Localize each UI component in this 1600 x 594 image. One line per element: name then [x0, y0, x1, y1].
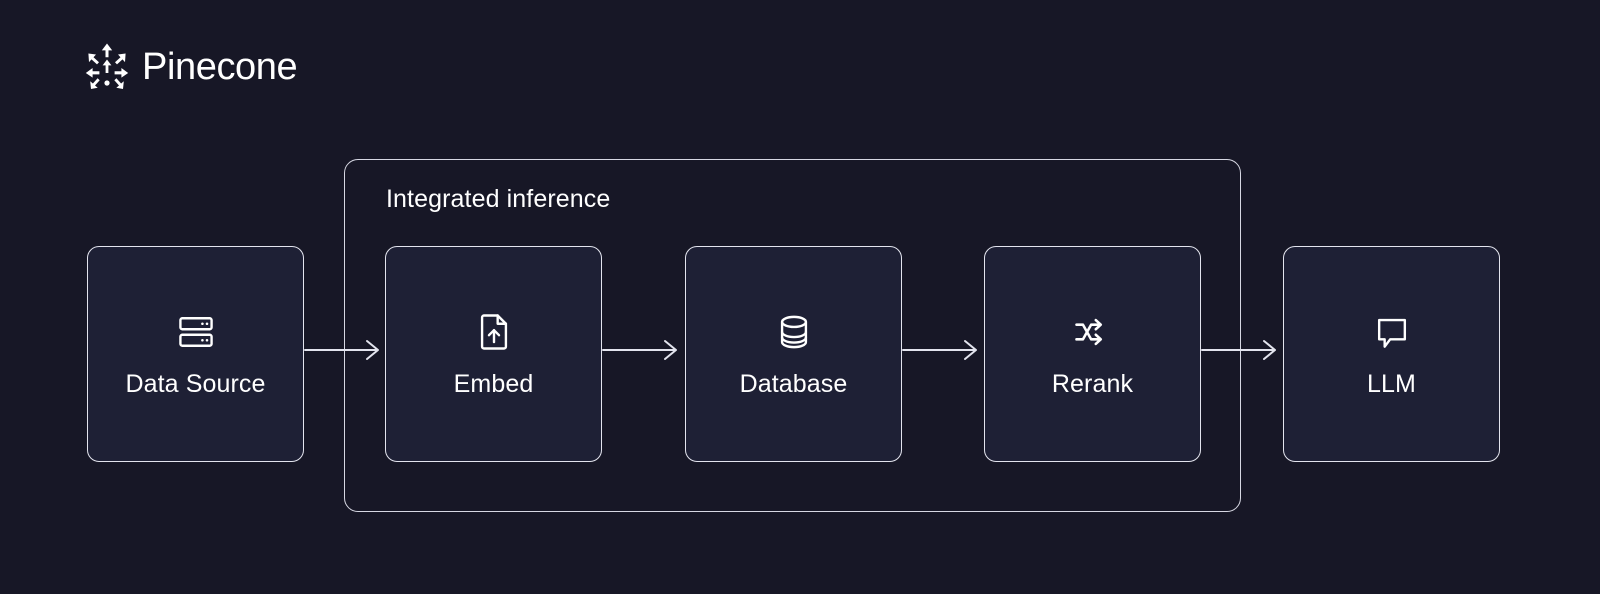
integrated-inference-group — [344, 159, 1241, 512]
arrow-right-icon-data-source-to-embed — [303, 338, 383, 362]
node-embed[interactable]: Embed — [385, 246, 602, 462]
server-rack-icon — [174, 310, 218, 370]
chat-bubble-icon — [1370, 310, 1414, 370]
arrow-right-icon-rerank-to-llm — [1200, 338, 1280, 362]
brand-name: Pinecone — [142, 46, 298, 88]
integrated-inference-label: Integrated inference — [386, 185, 611, 213]
node-label: Data Source — [125, 369, 266, 398]
arrow-right-icon-database-to-rerank — [901, 338, 981, 362]
node-llm[interactable]: LLM — [1283, 246, 1500, 462]
node-database[interactable]: Database — [685, 246, 902, 462]
shuffle-icon — [1071, 310, 1115, 370]
node-label: LLM — [1367, 369, 1416, 398]
node-data-source[interactable]: Data Source — [87, 246, 304, 462]
arrow-right-icon-embed-to-database — [601, 338, 681, 362]
file-upload-icon — [472, 310, 516, 370]
database-cylinder-icon — [772, 310, 816, 370]
brand-logo: Pinecone — [84, 42, 298, 92]
node-label: Embed — [453, 369, 534, 398]
node-rerank[interactable]: Rerank — [984, 246, 1201, 462]
node-label: Database — [739, 369, 848, 398]
pinecone-arrows-hex-logo-icon — [84, 42, 130, 92]
node-label: Rerank — [1051, 369, 1134, 398]
